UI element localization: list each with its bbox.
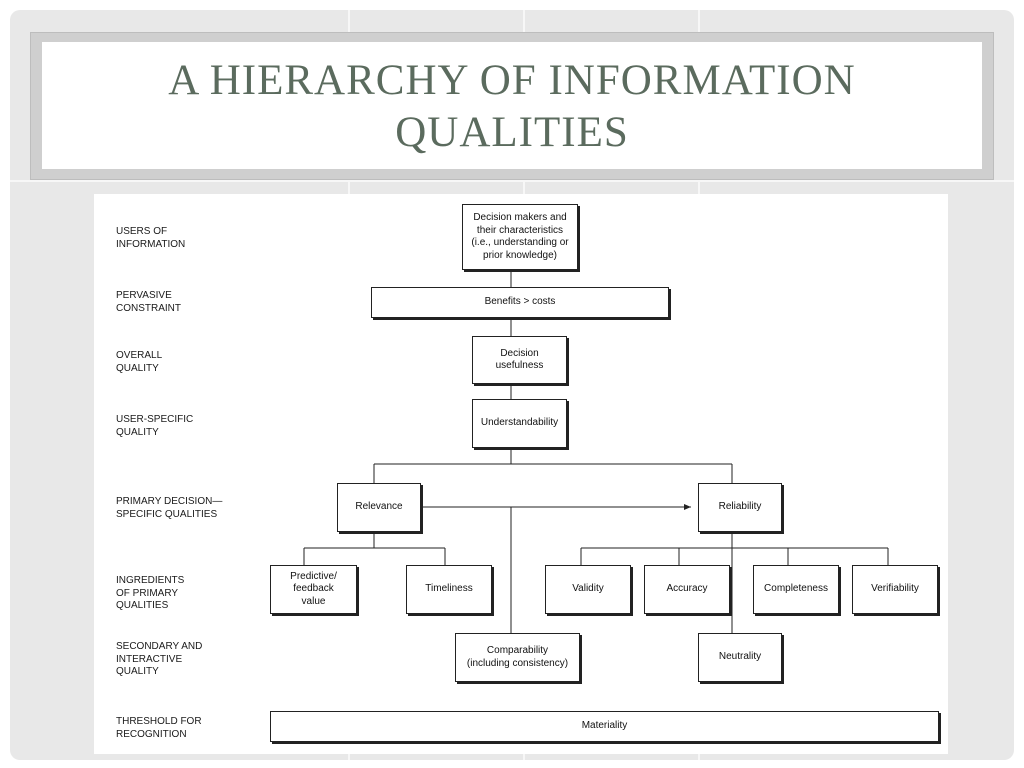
level-label-pervasive: PERVASIVE CONSTRAINT	[116, 290, 181, 314]
level-label-overall: OVERALL QUALITY	[116, 350, 163, 374]
node-validity: Validity	[545, 565, 631, 614]
title-box: A HIERARCHY OF INFORMATION QUALITIES	[42, 42, 982, 169]
node-comparability: Comparability (including consistency)	[455, 633, 580, 682]
node-predictive-feedback-value: Predictive/ feedback value	[270, 565, 357, 614]
node-timeliness: Timeliness	[406, 565, 492, 614]
node-benefits-costs: Benefits > costs	[371, 287, 669, 318]
node-neutrality: Neutrality	[698, 633, 782, 682]
background-grid-line	[10, 180, 1014, 182]
level-label-secondary: SECONDARY AND INTERACTIVE QUALITY	[116, 641, 203, 677]
slide: A HIERARCHY OF INFORMATION QUALITIES	[10, 10, 1014, 760]
node-reliability: Reliability	[698, 483, 782, 532]
node-understandability: Understandability	[472, 399, 567, 448]
hierarchy-figure: USERS OF INFORMATION PERVASIVE CONSTRAIN…	[94, 194, 948, 754]
node-decision-makers: Decision makers and their characteristic…	[462, 204, 578, 270]
node-decision-usefulness: Decision usefulness	[472, 336, 567, 384]
node-verifiability: Verifiability	[852, 565, 938, 614]
level-label-users: USERS OF INFORMATION	[116, 226, 186, 250]
title-frame: A HIERARCHY OF INFORMATION QUALITIES	[30, 32, 994, 180]
slide-title: A HIERARCHY OF INFORMATION QUALITIES	[168, 56, 856, 156]
level-label-threshold: THRESHOLD FOR RECOGNITION	[116, 716, 202, 740]
node-relevance: Relevance	[337, 483, 421, 532]
connector-lines	[303, 260, 889, 633]
level-label-ingredients: INGREDIENTS OF PRIMARY QUALITIES	[116, 575, 185, 611]
level-label-primary: PRIMARY DECISION— SPECIFIC QUALITIES	[116, 496, 223, 520]
node-materiality: Materiality	[270, 711, 939, 742]
node-completeness: Completeness	[753, 565, 839, 614]
node-accuracy: Accuracy	[644, 565, 730, 614]
level-label-user-specific: USER-SPECIFIC QUALITY	[116, 414, 194, 438]
